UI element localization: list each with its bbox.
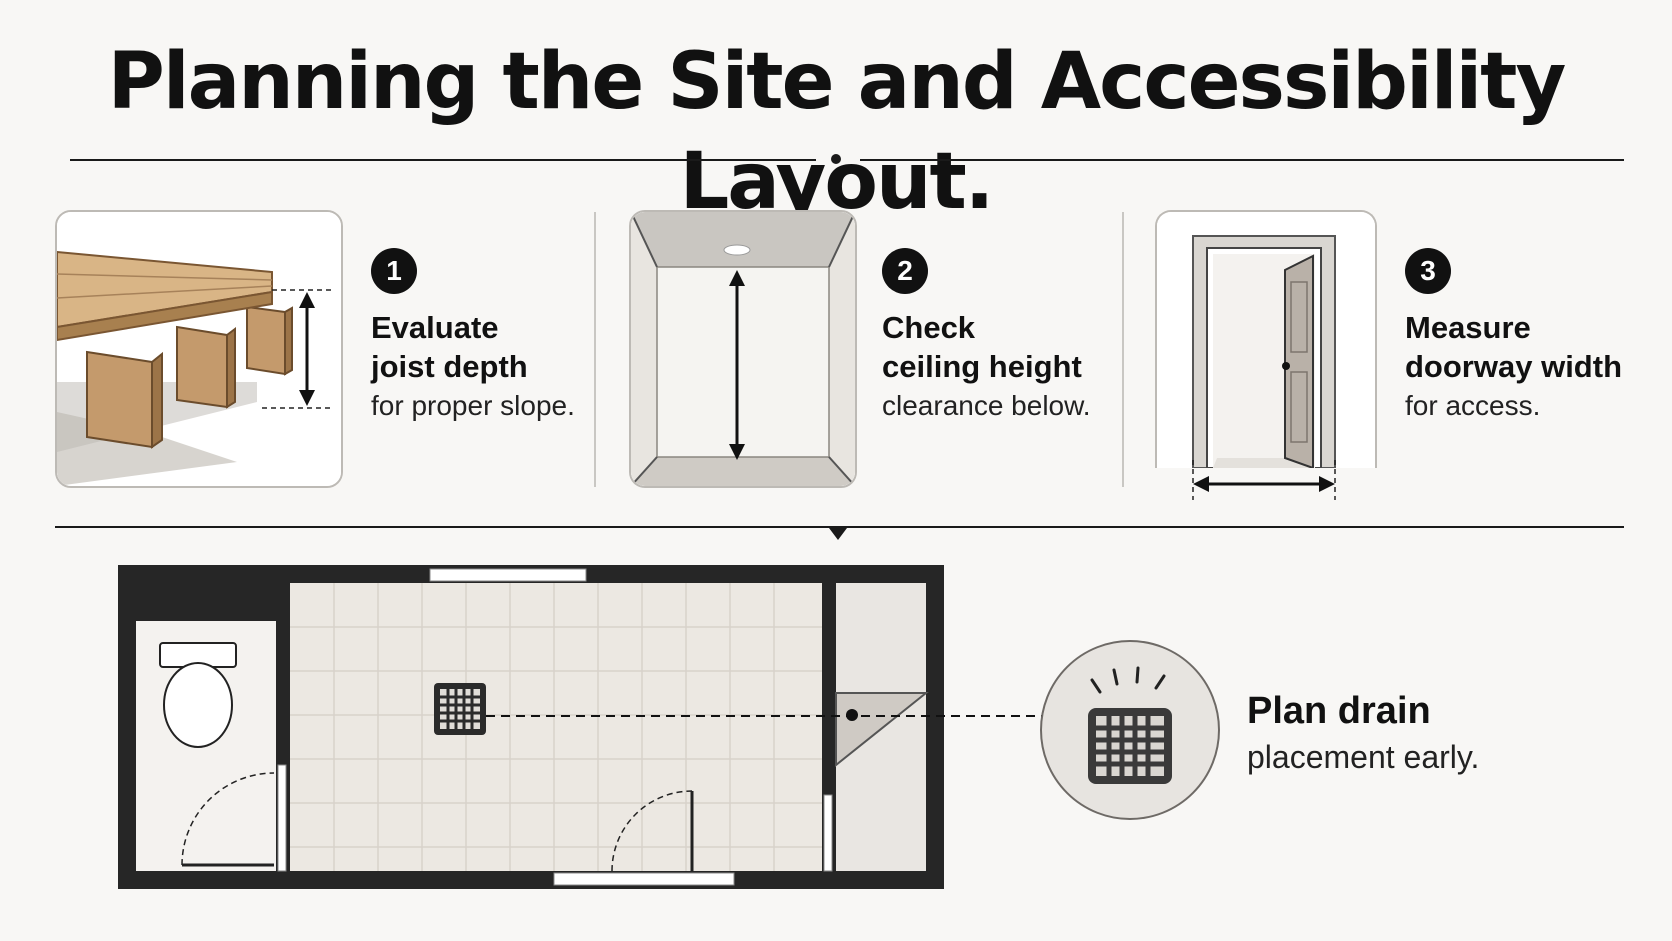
doorway-width-card <box>1155 210 1377 468</box>
toilet-icon <box>159 642 237 748</box>
drain-callout-circle <box>1040 640 1220 820</box>
open-door <box>1284 254 1314 468</box>
divider-dot <box>831 154 841 164</box>
door-swing <box>181 772 275 866</box>
joist <box>86 350 163 449</box>
door-swing <box>611 790 693 872</box>
step-2: 2 Check ceiling height clearance below. <box>882 248 1091 426</box>
step-1: 1 Evaluate joist depth for proper slope. <box>371 248 575 426</box>
step-heading: Measure doorway width <box>1405 310 1622 384</box>
drain-heading: Plan drain <box>1247 690 1431 732</box>
drain-icon <box>1088 666 1172 784</box>
step-separator <box>594 212 596 487</box>
middle-divider <box>55 526 1624 528</box>
step-separator <box>1122 212 1124 487</box>
step-detail: for access. <box>1405 390 1541 421</box>
joist-illustration <box>57 212 341 486</box>
joist <box>246 305 293 376</box>
floor-drain-icon <box>434 683 486 735</box>
step-detail: for proper slope. <box>371 390 575 421</box>
step-heading: Check ceiling height <box>882 310 1082 384</box>
top-divider-right <box>860 159 1624 161</box>
door-knob <box>1282 362 1290 370</box>
floor-plan <box>118 565 944 889</box>
drain-callout: Plan drain placement early. <box>1247 688 1479 780</box>
doorway-illustration <box>1157 212 1375 468</box>
step-number-badge: 3 <box>1405 248 1451 294</box>
tile-grid <box>290 583 822 871</box>
ceiling-height-card <box>629 210 857 488</box>
step-heading: Evaluate joist depth <box>371 310 528 384</box>
step-3: 3 Measure doorway width for access. <box>1405 248 1622 426</box>
top-divider-left <box>70 159 816 161</box>
divider-pointer <box>829 528 847 540</box>
corner-bench <box>835 692 929 768</box>
step-number-badge: 1 <box>371 248 417 294</box>
page-title: Planning the Site and Accessibility Layo… <box>107 37 1567 227</box>
drain-leader-line <box>486 715 1042 717</box>
ceiling-height-illustration <box>631 212 855 486</box>
joist-depth-card <box>55 210 343 488</box>
drain-detail: placement early. <box>1247 739 1480 775</box>
step-number-badge: 2 <box>882 248 928 294</box>
step-detail: clearance below. <box>882 390 1091 421</box>
doorway-width-dimension <box>1192 460 1336 500</box>
joist <box>176 325 236 409</box>
ceiling-light-icon <box>723 244 751 256</box>
